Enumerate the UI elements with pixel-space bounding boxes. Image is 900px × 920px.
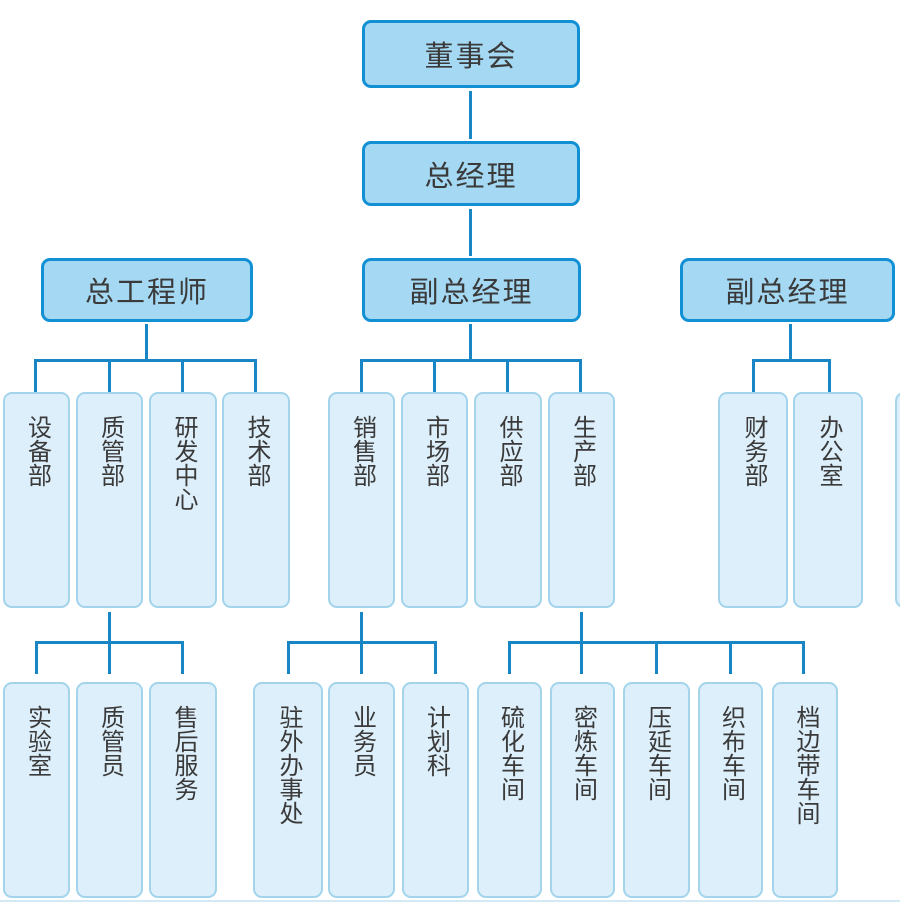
org-node-rd-center: 研发中心 — [149, 392, 217, 608]
org-node-sales-dept: 销售部 — [328, 392, 395, 608]
connector-branch1-drop-1 — [360, 359, 363, 392]
connector-subC-drop-3 — [655, 641, 658, 674]
org-node-finance-dept: 财务部 — [718, 392, 788, 608]
org-node-partial — [895, 392, 900, 608]
org-node-edge-belt-workshop: 档边带车间 — [772, 682, 838, 898]
org-node-label: 实验室 — [23, 705, 51, 777]
connector-subC-stem — [580, 612, 583, 643]
connector-branch0-drop-3 — [181, 359, 184, 392]
org-node-label: 密炼车间 — [569, 705, 597, 801]
org-node-quality-dept: 质管部 — [76, 392, 143, 608]
org-node-label: 销售部 — [348, 415, 376, 487]
org-node-deputy-gm-1: 副总经理 — [362, 258, 581, 322]
connector-gm-deputy — [469, 209, 472, 256]
org-node-quality-inspector: 质管员 — [76, 682, 143, 898]
connector-branch1-drop-3 — [506, 359, 509, 392]
org-node-salesman: 业务员 — [328, 682, 395, 898]
org-node-office: 办公室 — [793, 392, 863, 608]
org-node-calendering-workshop: 压延车间 — [623, 682, 690, 898]
connector-branch1-drop-4 — [579, 359, 582, 392]
org-node-label: 市场部 — [421, 415, 449, 487]
org-node-field-office: 驻外办事处 — [253, 682, 323, 898]
connector-subA-stem — [108, 612, 111, 643]
connector-branch1-drop-2 — [433, 359, 436, 392]
org-node-general-manager: 总经理 — [362, 141, 580, 206]
org-node-label: 质管员 — [96, 705, 124, 777]
org-node-label: 总工程师 — [84, 277, 209, 309]
org-node-label: 总经理 — [424, 160, 518, 193]
connector-subB-drop-1 — [287, 641, 290, 674]
org-node-market-dept: 市场部 — [401, 392, 468, 608]
connector-subC-drop-5 — [802, 641, 805, 674]
connector-branch0-rail — [34, 359, 257, 362]
connector-branch0-stem — [145, 324, 148, 362]
org-node-label: 档边带车间 — [792, 705, 819, 825]
org-node-supply-dept: 供应部 — [474, 392, 542, 608]
connector-branch1-stem — [469, 324, 472, 362]
org-node-after-sales: 售后服务 — [149, 682, 217, 898]
org-node-label: 设备部 — [23, 415, 51, 487]
connector-branch2-stem — [789, 324, 792, 362]
org-node-label: 压延车间 — [643, 705, 671, 801]
baseline-rule — [0, 900, 900, 902]
org-node-label: 副总经理 — [409, 277, 534, 309]
org-node-production-dept: 生产部 — [548, 392, 615, 608]
org-node-label: 供应部 — [495, 415, 522, 487]
connector-branch0-drop-4 — [254, 359, 257, 392]
connector-subA-drop-3 — [181, 641, 184, 674]
org-node-label: 硫化车间 — [496, 705, 524, 801]
org-node-label: 副总经理 — [725, 277, 850, 309]
org-node-label: 财务部 — [740, 415, 767, 487]
org-node-weaving-workshop: 织布车间 — [698, 682, 763, 898]
connector-subA-drop-1 — [35, 641, 38, 674]
org-node-label: 生产部 — [568, 415, 596, 487]
connector-subC-drop-4 — [729, 641, 732, 674]
org-node-label: 质管部 — [96, 415, 124, 487]
connector-subC-drop-2 — [580, 641, 583, 674]
org-node-equipment-dept: 设备部 — [3, 392, 70, 608]
connector-branch2-drop-2 — [828, 359, 831, 392]
connector-board-gm — [469, 91, 472, 139]
org-node-label: 研发中心 — [170, 415, 197, 511]
connector-branch1-rail — [360, 359, 582, 362]
org-node-label: 驻外办事处 — [275, 705, 302, 825]
org-node-label: 办公室 — [815, 415, 842, 487]
org-node-vulcanization-workshop: 硫化车间 — [477, 682, 542, 898]
connector-subB-drop-2 — [360, 641, 363, 674]
org-node-label: 织布车间 — [717, 705, 745, 801]
connector-subB-stem — [360, 612, 363, 643]
org-node-planning-section: 计划科 — [402, 682, 469, 898]
org-node-label: 售后服务 — [170, 705, 197, 801]
org-node-deputy-gm-2: 副总经理 — [680, 258, 895, 322]
connector-subB-drop-3 — [434, 641, 437, 674]
org-node-laboratory: 实验室 — [3, 682, 70, 898]
org-node-label: 董事会 — [424, 41, 518, 73]
org-node-label: 计划科 — [422, 705, 450, 777]
connector-subC-drop-1 — [508, 641, 511, 674]
org-node-label: 业务员 — [348, 705, 376, 777]
connector-branch0-drop-1 — [34, 359, 37, 392]
org-node-tech-dept: 技术部 — [222, 392, 290, 608]
org-node-label: 技术部 — [243, 415, 270, 487]
connector-branch2-drop-1 — [752, 359, 755, 392]
org-node-chief-engineer: 总工程师 — [41, 258, 253, 322]
org-node-mixing-workshop: 密炼车间 — [550, 682, 615, 898]
connector-branch0-drop-2 — [108, 359, 111, 392]
org-node-board: 董事会 — [362, 20, 580, 88]
connector-branch2-rail — [752, 359, 831, 362]
connector-subA-drop-2 — [108, 641, 111, 674]
